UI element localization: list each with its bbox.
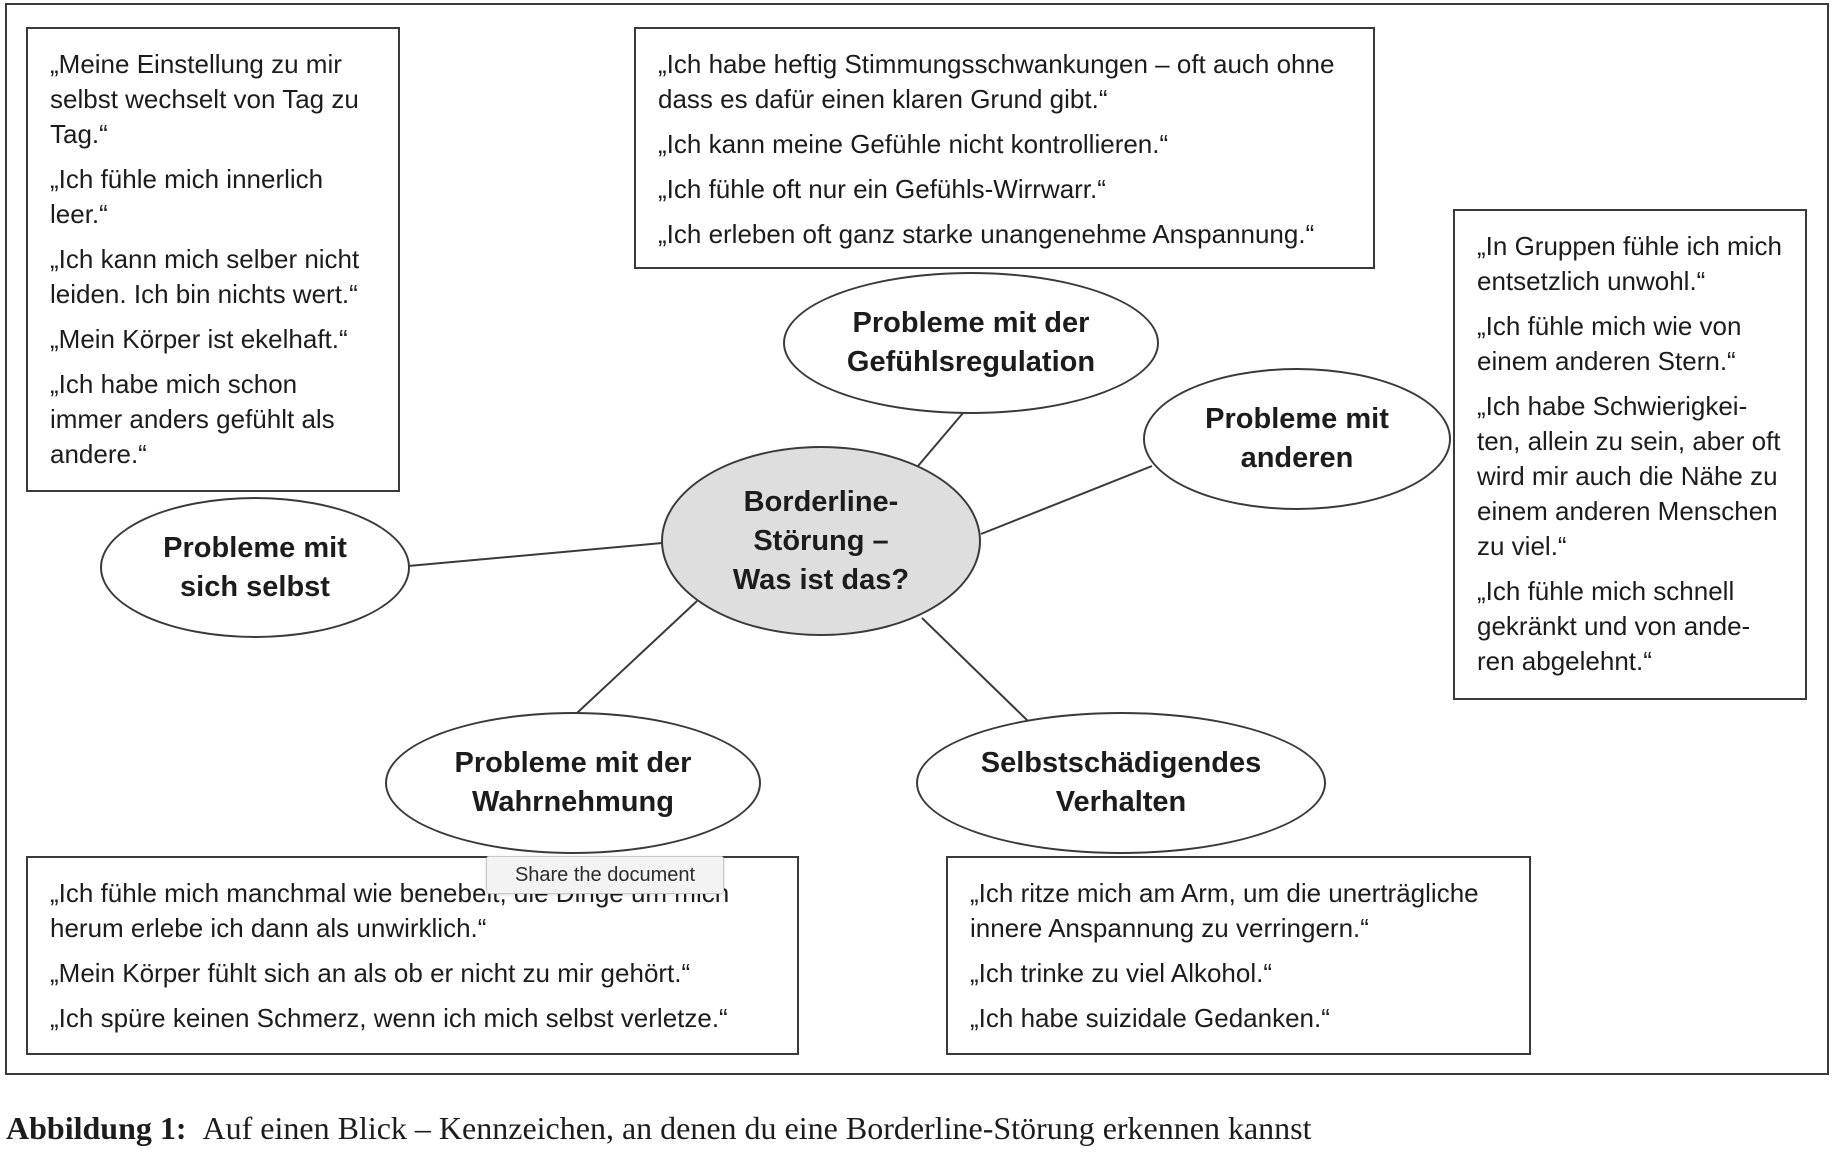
quote-self-1: „Meine Einstellung zu mir selbst wechsel… <box>50 49 359 149</box>
quote-others-1: „In Gruppen fühle ich mich entsetzlich u… <box>1477 231 1782 296</box>
node-others: Probleme mit anderen <box>1143 368 1451 510</box>
connector-to-self <box>407 542 663 567</box>
quote-self-5: „Ich habe mich schon immer anders gefühl… <box>50 369 335 469</box>
quote-box-others: „In Gruppen fühle ich mich entsetzlich u… <box>1453 209 1807 700</box>
node-selfharm: Selbstschädigendes Verhalten <box>916 712 1326 854</box>
quote-regulation-4: „Ich erleben oft ganz starke unangenehme… <box>658 219 1315 249</box>
figure-caption: Abbildung 1: Auf einen Blick – Kennzeiche… <box>6 1108 1312 1148</box>
node-regulation: Probleme mit der Gefühlsregulation <box>783 272 1159 414</box>
quote-regulation-2: „Ich kann meine Gefühle nicht kontrollie… <box>658 129 1169 159</box>
quote-box-selfharm: „Ich ritze mich am Arm, um die unerträgl… <box>946 856 1531 1055</box>
quote-perception-2: „Mein Körper fühlt sich an als ob er nic… <box>50 958 691 988</box>
quote-self-3: „Ich kann mich selber nicht leiden. Ich … <box>50 244 360 309</box>
quote-others-2: „Ich fühle mich wie von einem anderen St… <box>1477 311 1742 376</box>
quote-selfharm-3: „Ich habe suizidale Gedanken.“ <box>970 1003 1330 1033</box>
connector-to-others <box>980 465 1153 535</box>
quote-regulation-3: „Ich fühle oft nur ein Gefühls-Wirrwarr.… <box>658 174 1106 204</box>
connector-to-regulation <box>917 412 964 467</box>
quote-others-4: „Ich fühle mich schnell gekränkt und von… <box>1477 576 1751 676</box>
quote-selfharm-1: „Ich ritze mich am Arm, um die unerträgl… <box>970 878 1479 943</box>
quote-self-4: „Mein Körper ist ekelhaft.“ <box>50 324 348 354</box>
quote-self-2: „Ich fühle mich innerlich leer.“ <box>50 164 324 229</box>
connector-to-selfharm <box>921 617 1029 722</box>
caption-text: Auf einen Blick – Kennzeichen, an denen … <box>202 1110 1312 1146</box>
quote-perception-3: „Ich spüre keinen Schmerz, wenn ich mich… <box>50 1003 728 1033</box>
figure-frame <box>5 3 1829 1075</box>
quote-selfharm-2: „Ich trinke zu viel Alkohol.“ <box>970 958 1273 988</box>
quote-box-regulation: „Ich habe heftig Stimmungsschwankungen –… <box>634 27 1375 269</box>
node-center: Borderline- Störung – Was ist das? <box>661 446 981 636</box>
share-document-tooltip[interactable]: Share the document <box>486 856 724 894</box>
caption-label: Abbildung 1: <box>6 1110 187 1146</box>
connector-to-perception <box>576 600 698 714</box>
quote-box-self: „Meine Einstellung zu mir selbst wechsel… <box>26 27 400 492</box>
node-self: Probleme mit sich selbst <box>100 497 410 638</box>
quote-regulation-1: „Ich habe heftig Stimmungsschwankungen –… <box>658 49 1335 114</box>
node-perception: Probleme mit der Wahrnehmung <box>385 712 761 854</box>
quote-others-3: „Ich habe Schwierigkei-ten, allein zu se… <box>1477 391 1781 561</box>
